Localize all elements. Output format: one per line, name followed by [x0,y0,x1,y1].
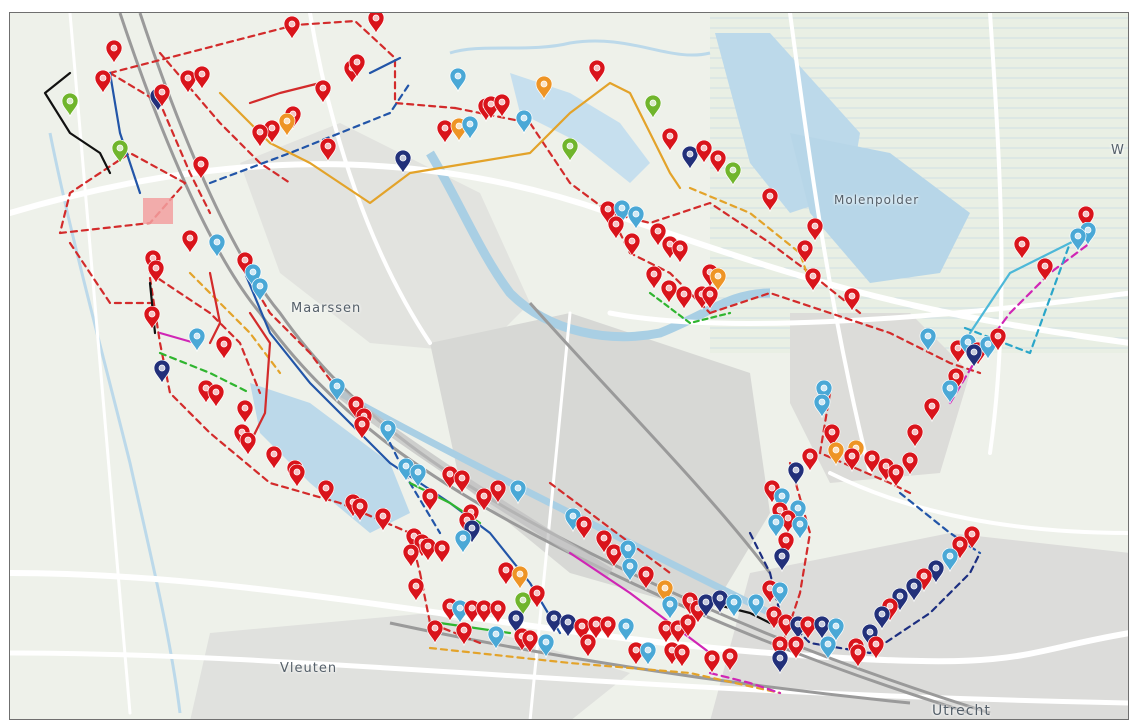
route-line-23 [218,81,682,205]
route-line-6 [148,276,422,575]
route-line-25 [188,271,282,375]
route-line-39 [208,271,222,345]
route-line-40 [248,311,272,445]
canal-north [449,39,711,57]
canal-west [48,132,182,714]
place-label-utrecht: Utrecht [932,703,991,719]
route-line-20 [898,491,982,555]
urban-area-vleuten [190,613,630,719]
route-line-16 [108,71,142,195]
route-line-27 [158,351,252,395]
route-line-41 [248,81,322,105]
map-canvas[interactable]: Maarssen Molenpolder Vleuten Utrecht W [9,12,1129,720]
route-line-5 [148,271,262,395]
river-vecht [426,150,771,342]
route-line-3 [708,291,982,375]
highlighted-parcel [143,198,173,224]
route-line-8 [58,151,187,235]
route-line-26 [688,186,812,285]
route-line-31 [568,551,712,655]
route-line-15 [68,241,152,305]
route-line-34 [158,331,197,345]
route-line-1 [108,19,457,110]
place-label-vleuten: Vleuten [280,661,338,676]
place-label-maarssen: Maarssen [291,301,362,316]
water-harbour [510,73,650,183]
water-molenpolder [790,133,970,283]
place-label-edge-w: W [1111,143,1125,158]
route-line-35 [43,71,112,175]
urban-area-industrial [430,313,770,613]
route-line-33 [708,671,782,695]
map-graphics[interactable] [10,13,1129,720]
route-lines [43,19,1092,695]
route-line-14 [108,71,212,215]
urban-area-utrecht [710,533,1128,719]
route-line-24 [428,646,782,695]
route-line-17 [208,81,412,185]
place-label-molenpolder: Molenpolder [834,193,920,207]
route-line-29 [648,291,732,325]
route-line-12 [548,481,672,575]
water-lake-west [250,383,410,533]
urban-area-maarssen [240,123,530,353]
canal-amsterdam-rijn [338,389,772,617]
route-line-11 [818,391,912,495]
route-line-42 [748,531,982,655]
route-line-19 [368,56,402,75]
